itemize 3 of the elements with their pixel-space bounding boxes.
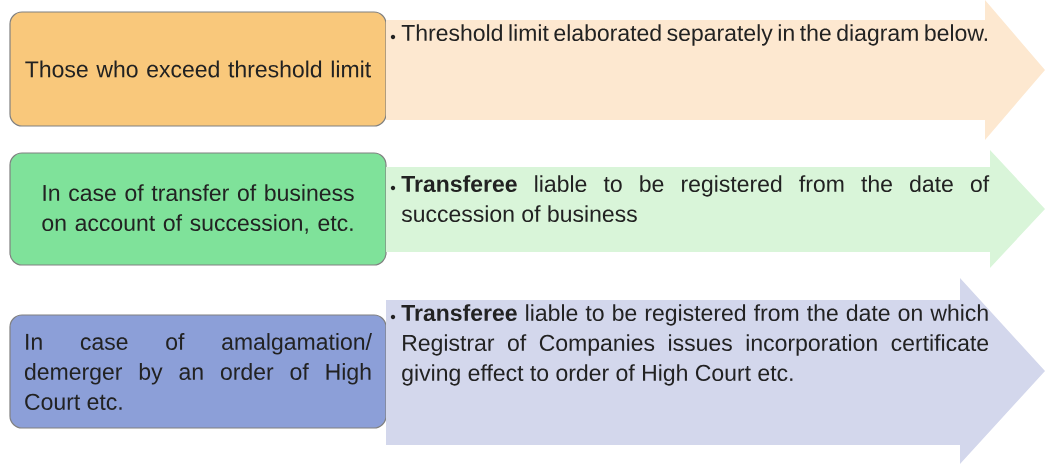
process-box: In case of transfer of business on account of succession, etc. — [9, 152, 387, 266]
process-box: In case of amalgamation/ demerger by an order of High Court etc. — [9, 314, 387, 429]
process-box: Those who exceed threshold limit — [9, 11, 387, 127]
